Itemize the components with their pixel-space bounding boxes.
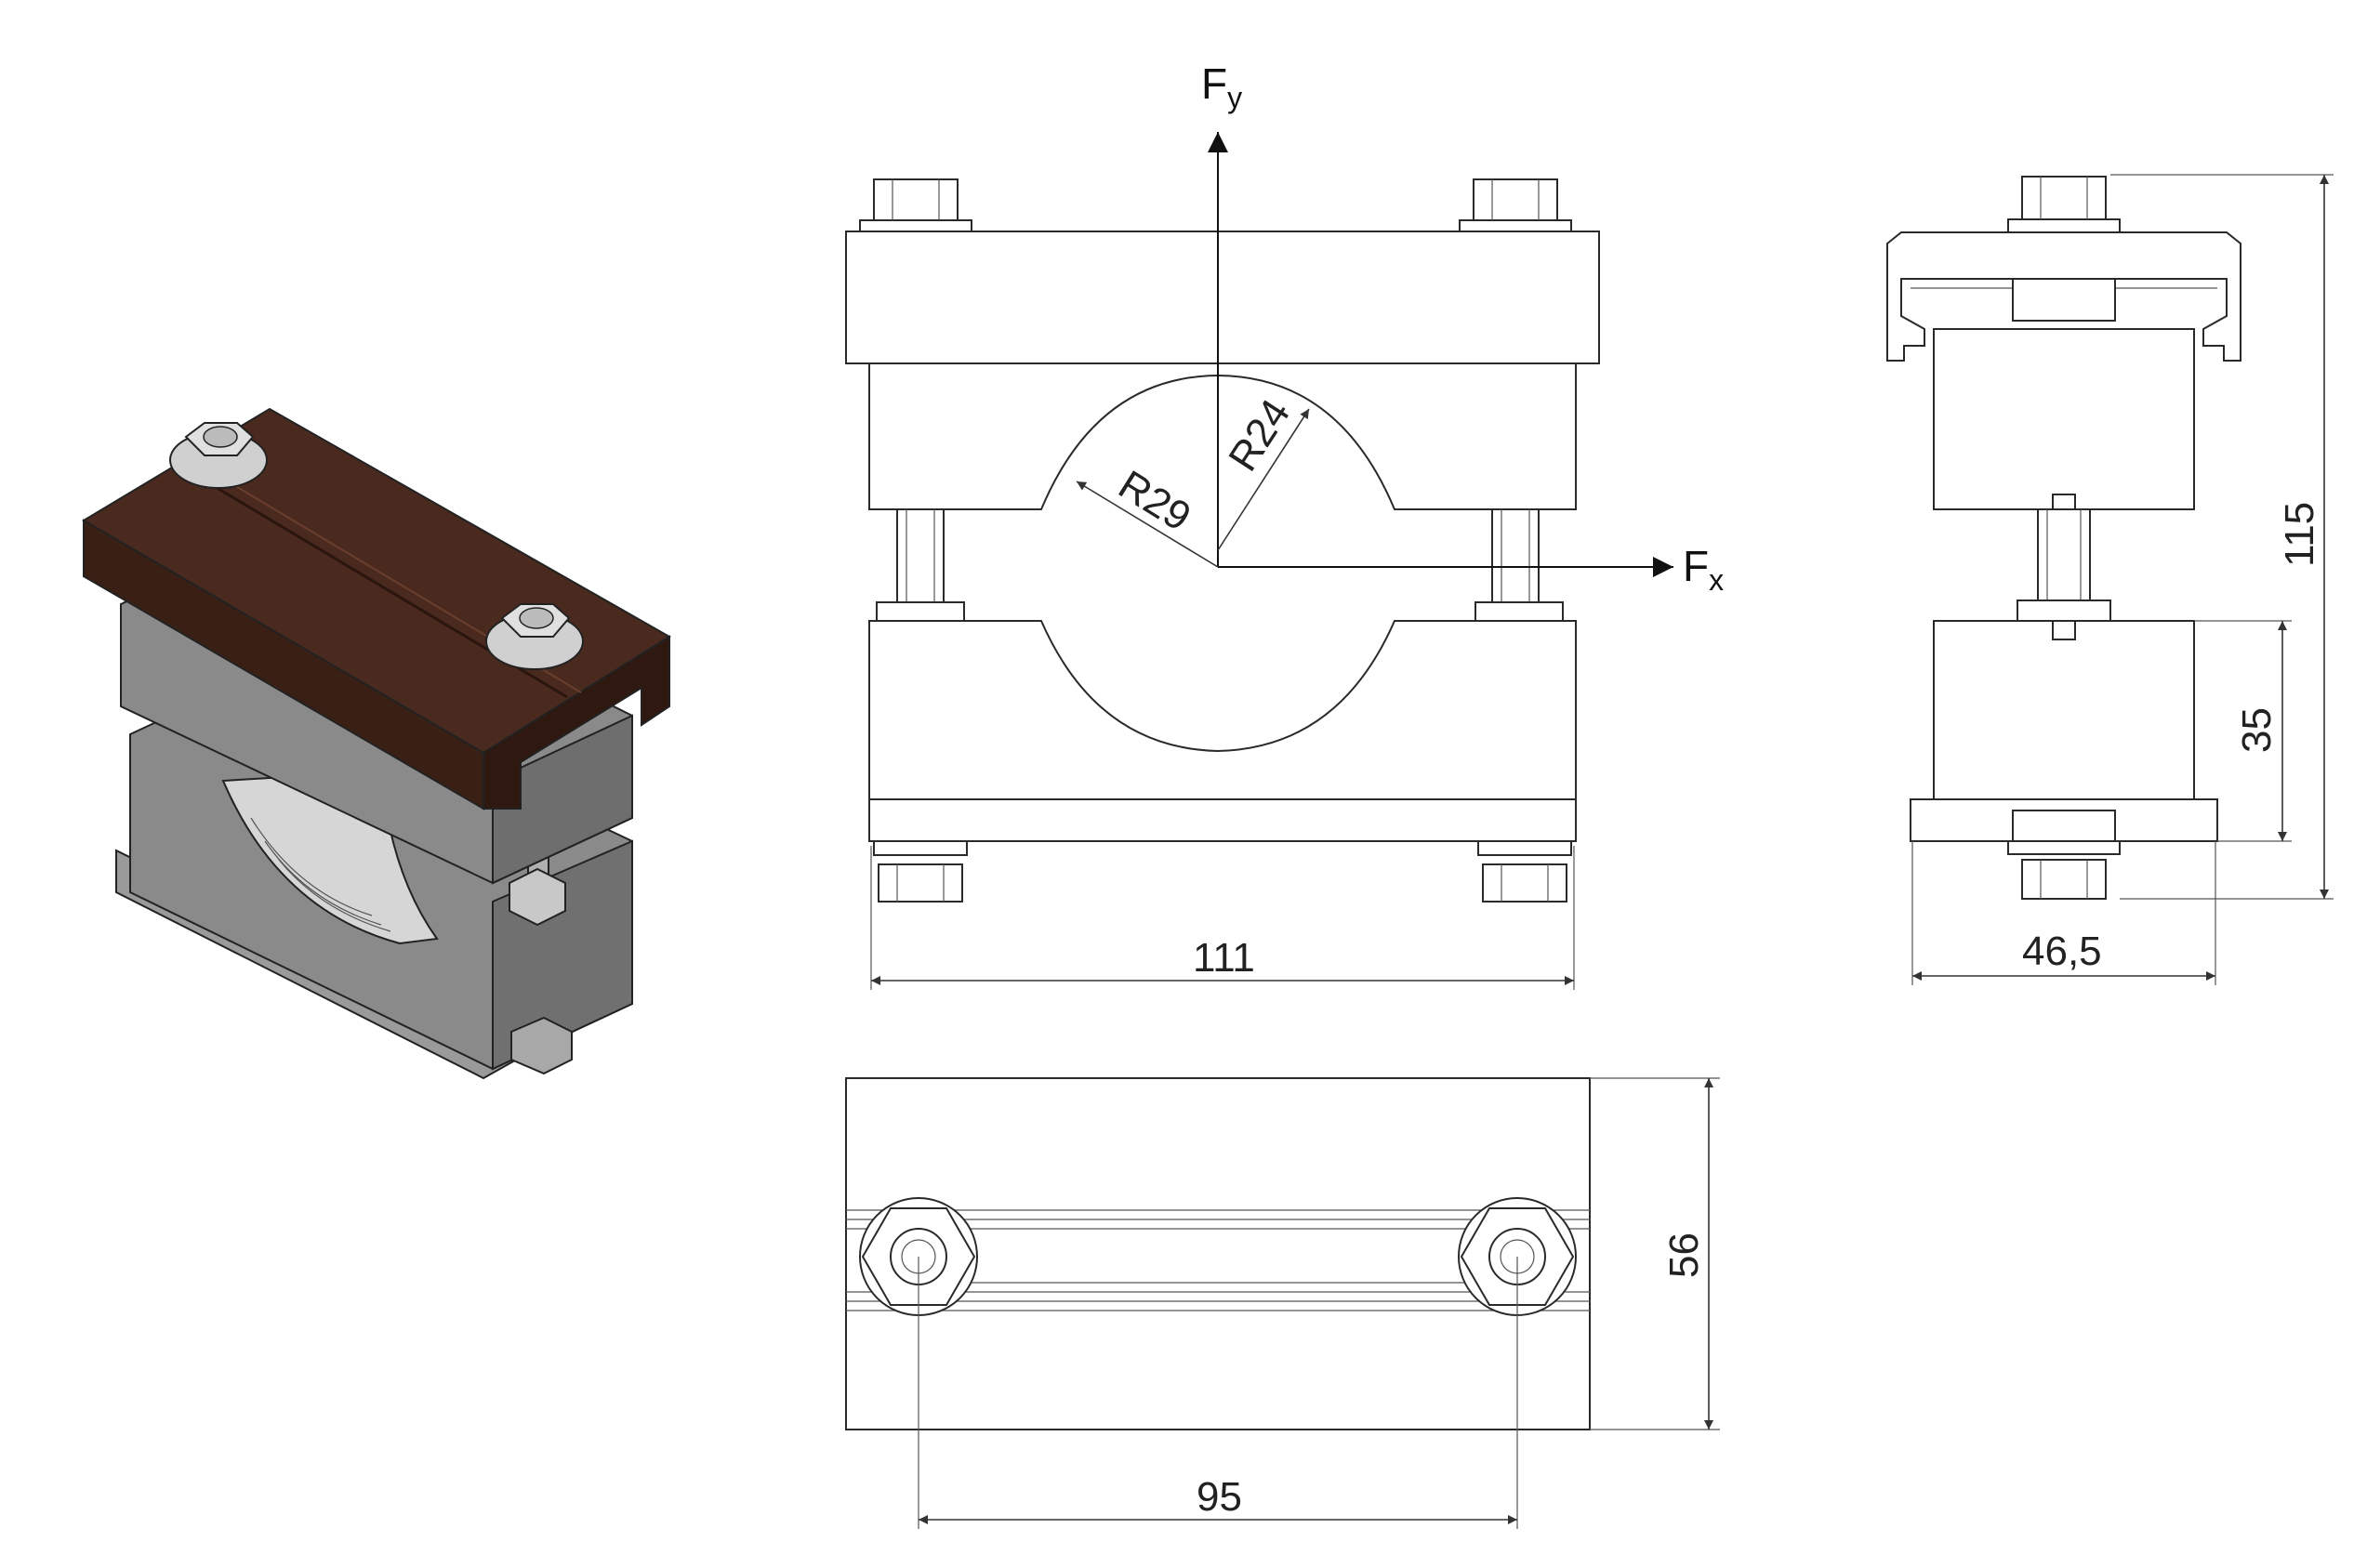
side-upper-block	[1933, 328, 2195, 510]
top-view: 95 56	[845, 1077, 1720, 1529]
dim-46-5-label: 46,5	[2022, 929, 2102, 974]
front-nut-top-left	[859, 178, 972, 232]
dim-95-label: 95	[1197, 1474, 1242, 1520]
side-view: 115 35 46,5	[1886, 174, 2334, 985]
front-nut-bottom-right	[1477, 840, 1572, 903]
front-rod-left	[896, 508, 945, 603]
front-nut-bottom-left	[873, 840, 968, 903]
front-nut-top-right	[1459, 178, 1572, 232]
iso-bolt-top-right	[485, 603, 584, 670]
iso-bolt-top-left	[169, 422, 268, 489]
dim-35-label: 35	[2234, 707, 2280, 753]
front-upper-block	[868, 362, 1577, 510]
iso-nut-lower	[509, 867, 566, 927]
front-rod-right	[1491, 508, 1540, 603]
dim-115-label: 115	[2277, 502, 2322, 567]
front-base-plate	[868, 798, 1577, 842]
dim-56-label: 56	[1661, 1232, 1707, 1278]
front-top-rail	[845, 231, 1600, 364]
dim-111-label: 111	[1193, 935, 1255, 981]
dim-r24-label: R24	[1220, 391, 1299, 479]
front-lower-block	[868, 620, 1577, 800]
side-c-rail	[1886, 231, 2241, 362]
front-view: Fy Fx R29 R24 111	[845, 59, 1724, 990]
isometric-view	[82, 407, 671, 1080]
side-lower-block	[1933, 620, 2195, 800]
force-fy-label: Fy	[1201, 59, 1242, 114]
force-fx-label: Fx	[1683, 542, 1724, 597]
